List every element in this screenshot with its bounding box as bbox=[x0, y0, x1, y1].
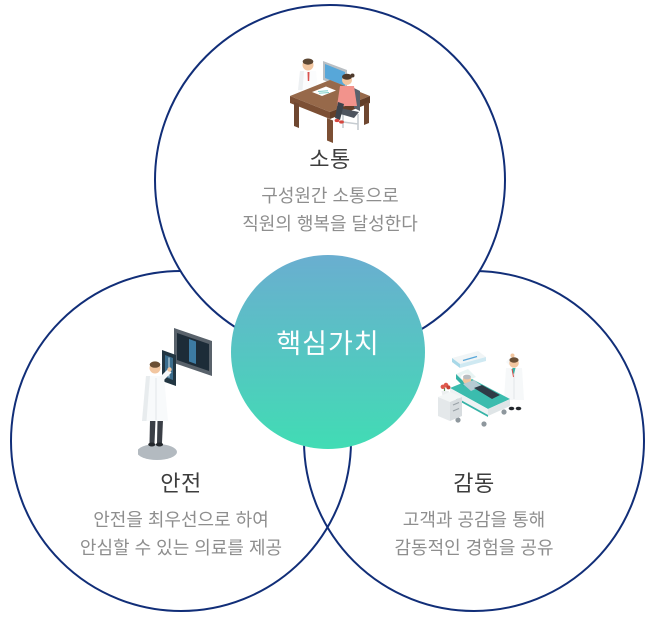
doctor-figure bbox=[142, 361, 172, 447]
communication-block: 소통 구성원간 소통으로 직원의 행복을 달성한다 bbox=[242, 148, 418, 238]
safety-title: 안전 bbox=[160, 471, 202, 496]
safety-block: 안전 안전을 최우선으로 하여 안심할 수 있는 의료를 제공 bbox=[80, 472, 282, 562]
floor-shadow bbox=[138, 444, 177, 460]
communication-desc-line2: 직원의 행복을 달성한다 bbox=[242, 214, 418, 234]
hospital-bed-illustration bbox=[438, 351, 524, 427]
safety-desc-line1: 안전을 최우선으로 하여 bbox=[93, 510, 269, 530]
ceiling-sign bbox=[452, 351, 486, 368]
safety-desc: 안전을 최우선으로 하여 안심할 수 있는 의료를 제공 bbox=[80, 506, 282, 562]
wall-monitor bbox=[174, 328, 212, 376]
impression-desc-line1: 고객과 공감을 통해 bbox=[402, 510, 546, 530]
impression-block: 감동 고객과 공감을 통해 감동적인 경험을 공유 bbox=[394, 472, 553, 562]
doctor-figure bbox=[504, 353, 524, 411]
consultation-desk-illustration bbox=[290, 58, 370, 143]
core-value-label: 핵심가치 bbox=[276, 328, 380, 359]
bed bbox=[450, 369, 510, 427]
bedside-cabinet bbox=[438, 382, 462, 421]
patient-figure bbox=[334, 73, 360, 130]
communication-desc: 구성원간 소통으로 직원의 행복을 달성한다 bbox=[242, 182, 418, 238]
patient-figure bbox=[462, 374, 500, 399]
core-value-center-circle: 핵심가치 bbox=[231, 255, 425, 449]
safety-desc-line2: 안심할 수 있는 의료를 제공 bbox=[79, 538, 283, 558]
communication-desc-line1: 구성원간 소통으로 bbox=[261, 186, 399, 206]
impression-title: 감동 bbox=[453, 471, 495, 496]
communication-title: 소통 bbox=[309, 147, 351, 172]
xray-exam-illustration bbox=[138, 328, 212, 460]
impression-desc-line2: 감동적인 경험을 공유 bbox=[394, 538, 554, 558]
impression-desc: 고객과 공감을 통해 감동적인 경험을 공유 bbox=[394, 506, 553, 562]
doctor-figure bbox=[298, 58, 318, 90]
